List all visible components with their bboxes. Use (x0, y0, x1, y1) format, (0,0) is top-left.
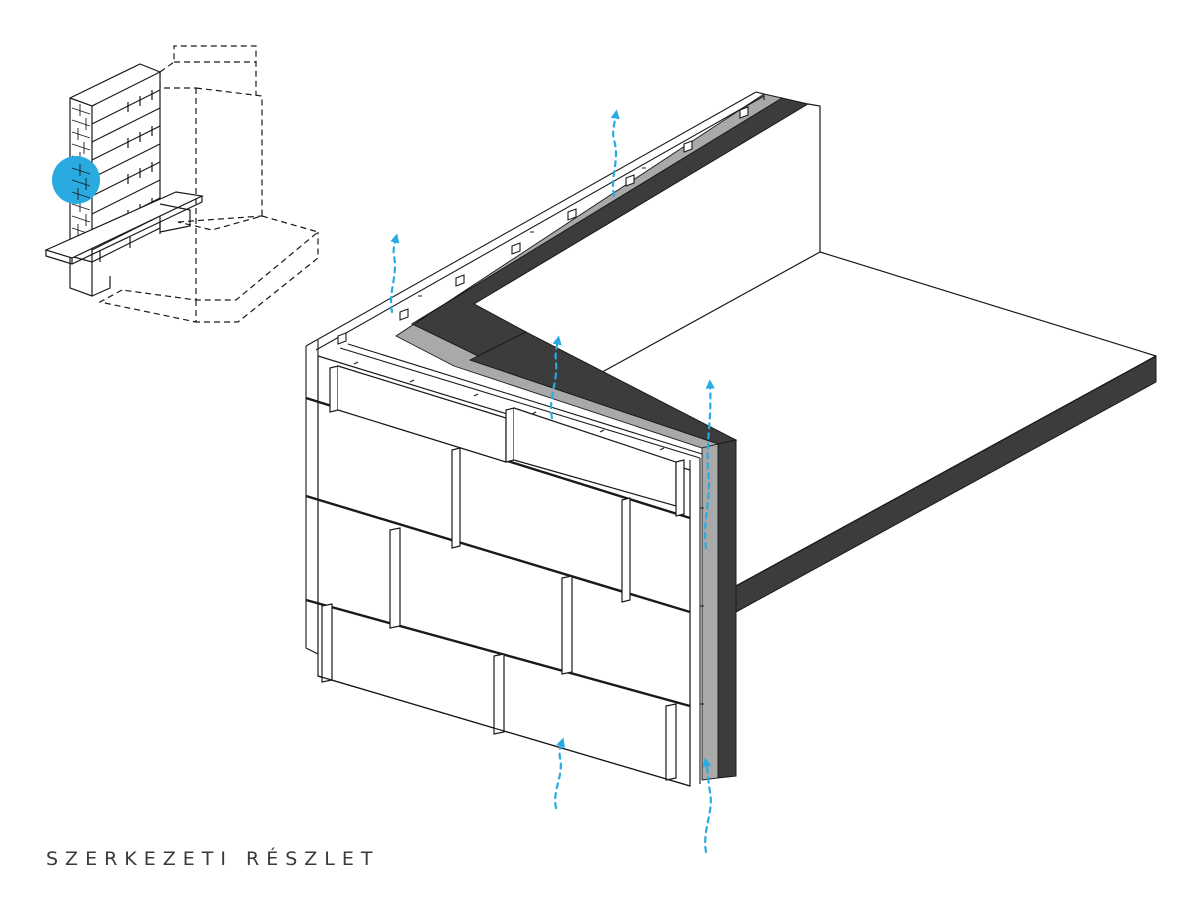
detail-highlight-marker (52, 156, 100, 204)
airflow-arrow-center (550, 335, 562, 420)
airflow-arrow-bottom-corner (702, 757, 712, 854)
locator-brick-overlay (71, 164, 91, 200)
locator-dashed-massing (98, 45, 320, 323)
airflow-arrow-bottom-center (554, 737, 565, 810)
facade-panel-cladding (305, 355, 691, 787)
locator-canopy (44, 191, 205, 265)
airflow-arrow-corner (704, 379, 715, 550)
locator-building (44, 45, 320, 323)
airflow-arrow-top-back (610, 109, 620, 198)
ventilation-airflow-arrows (390, 109, 715, 854)
airflow-arrow-left (390, 233, 400, 314)
load-bearing-wall (410, 97, 810, 779)
diagram-caption: SZERKEZETI RÉSZLET (46, 848, 380, 870)
